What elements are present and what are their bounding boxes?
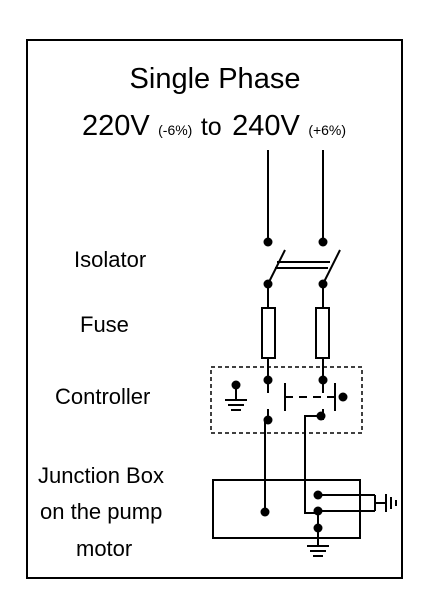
node-motor-terminal-top <box>313 490 323 500</box>
label-junction-line3: motor <box>76 536 132 561</box>
isolator-blade-right <box>322 249 341 285</box>
node-controller-earth <box>231 380 241 390</box>
label-junction-line2: on the pump <box>40 499 162 524</box>
wire-neutral-to-motor <box>304 415 321 514</box>
fuse-left <box>261 307 276 359</box>
isolator-switch <box>267 249 341 285</box>
node-controller-in-right <box>318 375 328 385</box>
label-fuse: Fuse <box>80 312 129 337</box>
node-controller-out-right <box>316 411 326 421</box>
voltage-range: 220V (-6%) to 240V (+6%) <box>82 110 346 142</box>
outer-frame <box>26 39 403 579</box>
node-isolator-in-left <box>263 237 273 247</box>
node-isolator-in-right <box>318 237 328 247</box>
motor-earth-icon <box>375 494 397 512</box>
tolerance-low: (-6%) <box>158 122 192 138</box>
voltage-high: 240V <box>232 110 300 142</box>
node-motor-live <box>260 507 270 517</box>
title-single-phase: Single Phase <box>130 63 301 95</box>
node-isolator-out-left <box>263 279 273 289</box>
node-controller-out-left <box>263 415 273 425</box>
label-controller: Controller <box>55 384 150 409</box>
node-controller-in-left <box>263 375 273 385</box>
node-isolator-out-right <box>318 279 328 289</box>
node-motor-terminal-earth <box>313 523 323 533</box>
ground-earth-icon <box>307 545 329 557</box>
voltage-low: 220V <box>82 110 150 142</box>
node-motor-terminal-mid <box>313 506 323 516</box>
node-controller-actuator <box>338 392 348 402</box>
controller-enclosure <box>210 366 363 434</box>
tolerance-high: (+6%) <box>308 122 346 138</box>
fuse-right <box>315 307 330 359</box>
controller-contacts <box>267 380 343 420</box>
junction-box <box>212 479 361 539</box>
label-junction-line1: Junction Box <box>38 463 164 488</box>
word-to: to <box>201 113 222 141</box>
label-isolator: Isolator <box>74 247 146 272</box>
